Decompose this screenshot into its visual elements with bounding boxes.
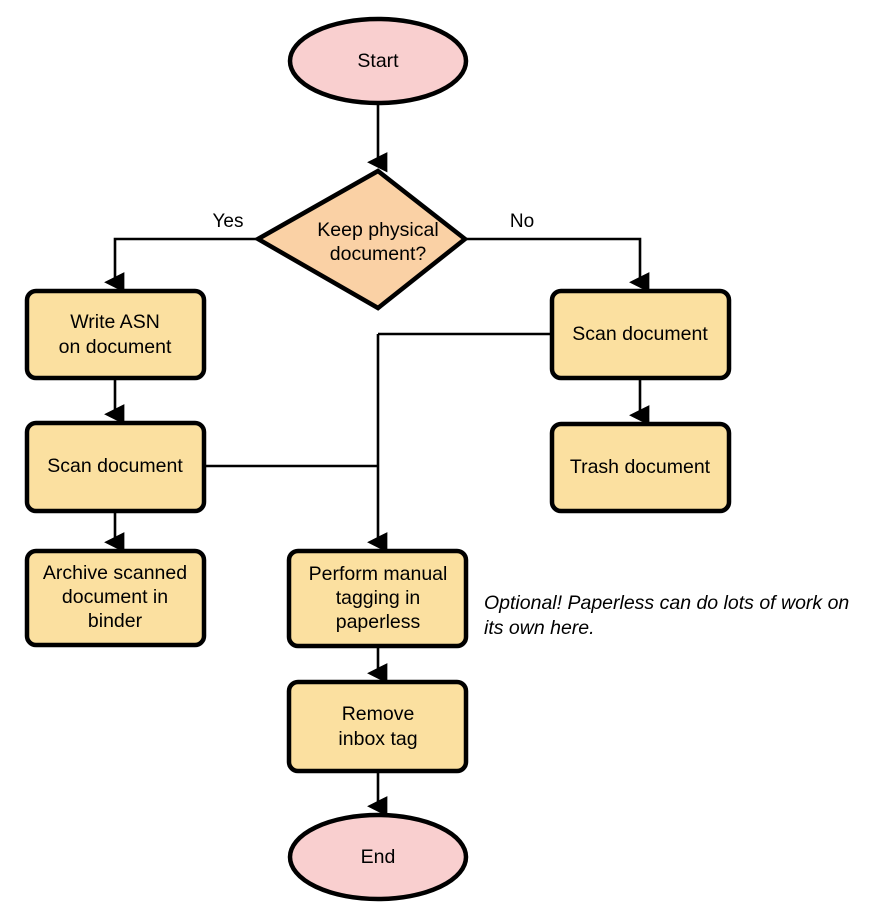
start-ellipse: [287, 16, 469, 106]
scan-document-right-label: Scan document: [572, 323, 708, 345]
remove-inbox-tag-box: [286, 679, 469, 774]
archive-box: [24, 548, 207, 648]
tagging-label-line2: tagging in: [336, 587, 421, 609]
tagging-label-line3: paperless: [336, 611, 421, 633]
scan-document-left-label: Scan document: [47, 455, 183, 477]
archive-label-line3: binder: [88, 610, 143, 632]
tagging-box: [286, 548, 469, 649]
write-asn-box: [24, 288, 207, 381]
node-write-asn[interactable]: Write ASN on document: [24, 288, 207, 381]
remove-inbox-tag-label-line2: inbox tag: [338, 728, 417, 750]
edge-decision-no-to-scan-right: [465, 237, 650, 293]
trash-document-box: [549, 421, 732, 514]
remove-inbox-tag-label-line1: Remove: [342, 703, 415, 725]
scan-document-right-box: [549, 288, 732, 381]
annotation-note: Optional! Paperless can do lots of work …: [484, 592, 849, 639]
node-trash-document[interactable]: Trash document: [549, 421, 732, 514]
node-archive-scanned-document[interactable]: Archive scanned document in binder: [24, 548, 207, 648]
connectors-layer: [104, 103, 650, 817]
note-line1: Optional! Paperless can do lots of work …: [484, 592, 849, 614]
note-line2: its own here.: [484, 617, 595, 639]
archive-label-line1: Archive scanned: [43, 562, 187, 584]
decision-label-line2: document?: [330, 243, 427, 265]
decision-diamond: [253, 168, 469, 311]
edge-label-yes: Yes: [213, 211, 244, 232]
edge-decision-yes-to-write-asn: [104, 237, 258, 293]
node-remove-inbox-tag[interactable]: Remove inbox tag: [286, 679, 469, 774]
node-perform-manual-tagging[interactable]: Perform manual tagging in paperless: [286, 548, 469, 649]
node-scan-document-right[interactable]: Scan document: [549, 288, 732, 381]
write-asn-label-line2: on document: [59, 336, 172, 358]
scan-document-left-box: [24, 420, 207, 514]
end-label: End: [361, 846, 396, 868]
tagging-label-line1: Perform manual: [309, 563, 448, 585]
start-label: Start: [357, 50, 399, 72]
write-asn-label-line1: Write ASN: [70, 311, 160, 333]
decision-label-line1: Keep physical: [317, 219, 438, 241]
node-end[interactable]: End: [287, 812, 469, 902]
trash-document-label: Trash document: [570, 456, 711, 478]
archive-label-line2: document in: [62, 586, 168, 608]
edge-label-no: No: [510, 211, 534, 232]
node-scan-document-left[interactable]: Scan document: [24, 420, 207, 514]
node-decision-keep-physical-document[interactable]: Keep physical document?: [253, 168, 469, 311]
end-ellipse: [287, 812, 469, 902]
node-start[interactable]: Start: [287, 16, 469, 106]
